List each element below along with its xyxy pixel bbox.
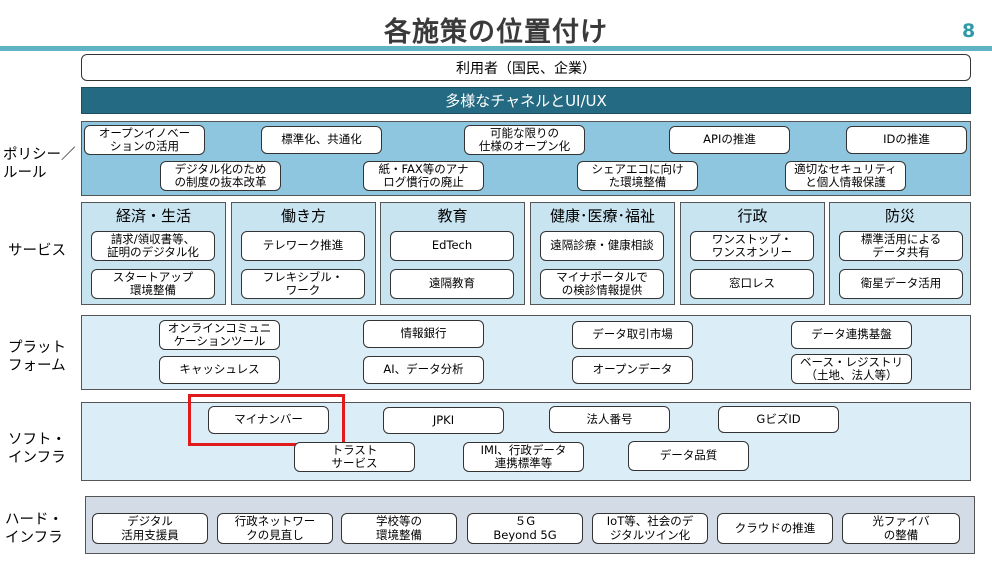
service-item: マイナポータルで の検診情報提供: [540, 269, 664, 299]
platform-item: データ取引市場: [572, 321, 693, 349]
policy-item: APIの推進: [669, 126, 790, 154]
service-heading: 経済・生活: [115, 207, 191, 225]
soft-item: JPKI: [383, 407, 504, 434]
platform-item: キャッシュレス: [159, 356, 280, 384]
service-item: 標準活用による データ共有: [839, 231, 963, 261]
users-band: 利用者（国民、企業）: [81, 54, 971, 81]
service-item: テレワーク推進: [241, 231, 365, 261]
platform-item: オープンデータ: [572, 356, 693, 384]
platform-item: ベース・レジストリ （土地、法人等）: [791, 354, 912, 384]
hard-item: IoT等、社会のデ ジタルツイン化: [592, 513, 708, 544]
service-heading: 健康･医療･福祉: [549, 207, 655, 225]
soft-item: GビズID: [718, 406, 839, 433]
hard-item: 光ファイバ の整備: [842, 513, 960, 544]
platform-item: オンラインコミュニ ケーションツール: [159, 320, 280, 350]
highlight-frame: [188, 394, 345, 446]
service-item: 衛星データ活用: [839, 269, 963, 299]
service-heading: 教育: [437, 207, 468, 225]
row-label-policy: ポリシー／ ルール: [3, 147, 76, 182]
page-number: 8: [962, 20, 976, 42]
service-item: 遠隔診療・健康相談: [540, 231, 664, 261]
row-label-service: サービス: [8, 243, 66, 259]
hard-item: クラウドの推進: [717, 513, 833, 544]
soft-item: トラスト サービス: [294, 442, 415, 472]
header-rule: [0, 46, 992, 51]
policy-item: シェアエコに向け た環境整備: [577, 161, 698, 191]
row-label-platform: プラット フォーム: [8, 340, 66, 375]
policy-item: 適切なセキュリティ と個人情報保護: [785, 161, 906, 191]
policy-item: 紙・FAX等のアナ ログ慣行の廃止: [363, 161, 484, 191]
channels-band: 多様なチャネルとUI/UX: [81, 87, 971, 114]
soft-item: 法人番号: [549, 406, 670, 433]
service-item: 請求/領収書等、 証明のデジタル化: [91, 231, 215, 261]
hard-item: 学校等の 環境整備: [341, 513, 457, 544]
hard-item: デジタル 活用支援員: [92, 513, 208, 544]
platform-item: AI、データ分析: [363, 356, 484, 384]
policy-item: 可能な限りの 仕様のオープン化: [464, 125, 585, 155]
my-number-box: マイナンバー: [208, 406, 329, 434]
policy-item: IDの推進: [846, 126, 967, 154]
service-item: 遠隔教育: [390, 269, 514, 299]
service-item: フレキシブル・ ワーク: [241, 269, 365, 299]
service-item: スタートアップ 環境整備: [91, 269, 215, 299]
hard-item: 行政ネットワー クの見直し: [217, 513, 333, 544]
service-heading: 働き方: [280, 207, 326, 225]
policy-item: デジタル化のため の制度の抜本改革: [160, 161, 281, 191]
hard-item: ５G Beyond 5G: [467, 513, 583, 544]
platform-item: データ連携基盤: [791, 321, 912, 349]
page-title: 各施策の位置付け: [384, 17, 608, 48]
service-item: ワンストップ・ ワンスオンリー: [690, 231, 814, 261]
service-item: 窓口レス: [690, 269, 814, 299]
row-label-soft: ソフト・ インフラ: [8, 432, 66, 467]
policy-item: 標準化、共通化: [261, 126, 382, 154]
soft-item: IMI、行政データ 連携標準等: [463, 442, 584, 472]
service-heading: 防災: [884, 207, 915, 225]
service-heading: 行政: [737, 207, 768, 225]
soft-item: データ品質: [628, 441, 749, 471]
row-label-hard: ハード・ インフラ: [5, 512, 63, 547]
platform-item: 情報銀行: [363, 320, 484, 348]
policy-item: オープンイノベー ションの活用: [84, 125, 205, 155]
service-item: EdTech: [390, 231, 514, 261]
